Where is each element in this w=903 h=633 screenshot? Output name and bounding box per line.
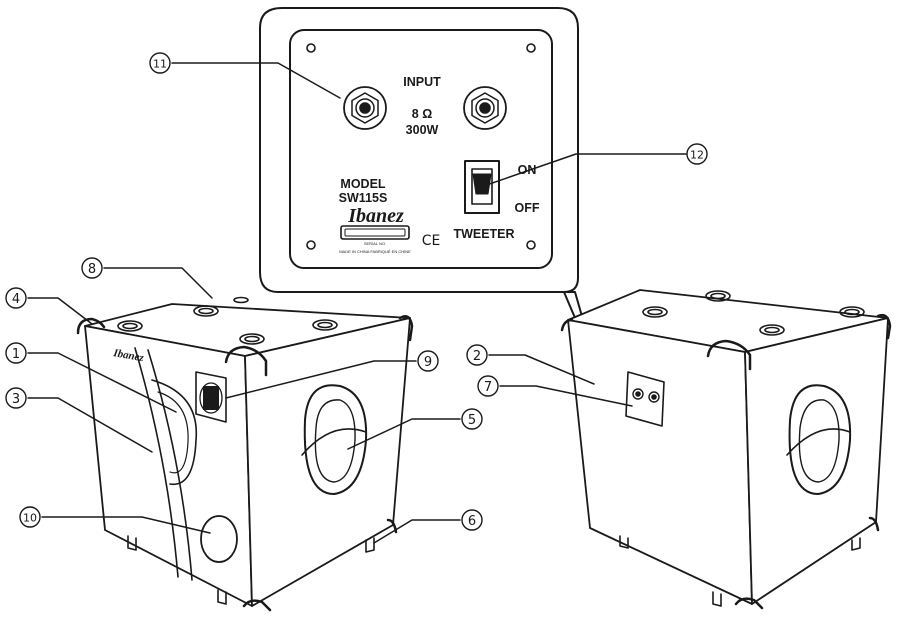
input-jack-1 (343, 86, 387, 130)
callout-12: 12 (686, 143, 708, 165)
callout-2-label: 2 (473, 349, 481, 364)
callout-3-label: 3 (12, 392, 20, 407)
callout-11-label: 11 (153, 58, 167, 71)
input-jack-2 (463, 86, 507, 130)
callout-10: 10 (19, 506, 41, 528)
callout-1: 1 (5, 342, 27, 364)
callout-9-label: 9 (424, 355, 432, 370)
callout-1-label: 1 (12, 347, 20, 362)
callout-3: 3 (5, 387, 27, 409)
leader-lines (27, 62, 687, 544)
callout-6: 6 (461, 509, 483, 531)
front-cabinet: Ibanez (76, 296, 414, 612)
model-label: MODEL (340, 177, 386, 191)
callout-7-label: 7 (484, 380, 492, 395)
panel-brand-logo: Ibanez (347, 205, 404, 227)
power-label: 300W (406, 123, 439, 137)
callout-5: 5 (461, 408, 483, 430)
callout-4: 4 (5, 287, 27, 309)
tweeter-label: TWEETER (453, 227, 514, 241)
model-number: SW115S (339, 191, 388, 205)
callout-8-label: 8 (88, 262, 96, 277)
callout-10-label: 10 (23, 512, 37, 525)
callout-9: 9 (417, 350, 439, 372)
callout-12-label: 12 (690, 149, 704, 162)
callout-4-label: 4 (12, 292, 20, 307)
ce-mark: CE (422, 233, 441, 249)
switch-on-label: ON (518, 163, 537, 177)
callouts: 11 12 8 4 1 3 10 9 (5, 52, 708, 531)
callout-8: 8 (81, 257, 103, 279)
switch-off-label: OFF (515, 201, 540, 215)
made-in-label: MADE IN CHINA FABRIQUÉ EN CHINE (339, 249, 411, 254)
rear-cabinet (560, 289, 892, 610)
callout-5-label: 5 (468, 413, 476, 428)
callout-6-label: 6 (468, 514, 476, 529)
serial-number-plate (340, 225, 410, 240)
callout-7: 7 (477, 375, 499, 397)
front-brand-logo: Ibanez (111, 347, 145, 364)
serial-label: SERIAL NO. (364, 241, 386, 246)
impedance-label: 8 Ω (412, 107, 432, 121)
input-label: INPUT (403, 75, 441, 89)
tweeter-switch (464, 160, 500, 214)
callout-11: 11 (149, 52, 171, 74)
callout-2: 2 (466, 344, 488, 366)
